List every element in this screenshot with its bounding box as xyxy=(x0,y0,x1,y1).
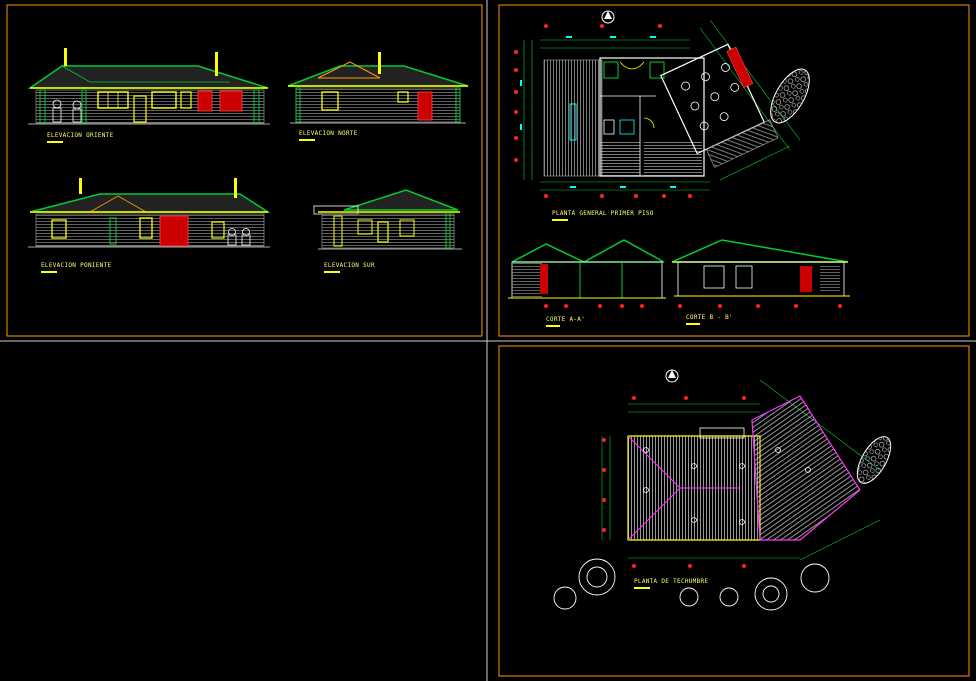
label-underline xyxy=(546,325,560,327)
label-corte-a: CORTE A-A' xyxy=(546,316,586,323)
label-underline xyxy=(686,323,700,325)
label-underline xyxy=(299,139,315,141)
label-underline xyxy=(634,587,650,589)
frame-bottom-right xyxy=(498,345,970,677)
label-underline xyxy=(47,141,63,143)
elevation-norte xyxy=(287,52,469,124)
label-elevacion-sur: ELEVACION SUR xyxy=(324,262,375,269)
label-underline xyxy=(324,271,340,273)
elevation-sur xyxy=(313,189,462,250)
section-a xyxy=(508,239,666,308)
floor-plan xyxy=(514,10,810,198)
section-b xyxy=(671,239,850,308)
elevation-oriente xyxy=(27,48,270,125)
roof-plan xyxy=(553,369,892,611)
label-underline xyxy=(552,219,568,221)
label-underline xyxy=(41,271,57,273)
label-elevacion-norte: ELEVACION NORTE xyxy=(299,130,358,137)
frame-top-left xyxy=(6,4,483,337)
label-elevacion-oriente: ELEVACION ORIENTE xyxy=(47,132,114,139)
label-elevacion-poniente: ELEVACION PONIENTE xyxy=(41,262,112,269)
frame-top-right xyxy=(498,4,970,337)
label-corte-b: CORTE B - B' xyxy=(686,314,733,321)
elevation-poniente xyxy=(28,178,271,248)
label-planta-techumbre: PLANTA DE TECHUMBRE xyxy=(634,578,709,585)
label-planta-general: PLANTA GENERAL PRIMER PISO xyxy=(552,210,654,217)
